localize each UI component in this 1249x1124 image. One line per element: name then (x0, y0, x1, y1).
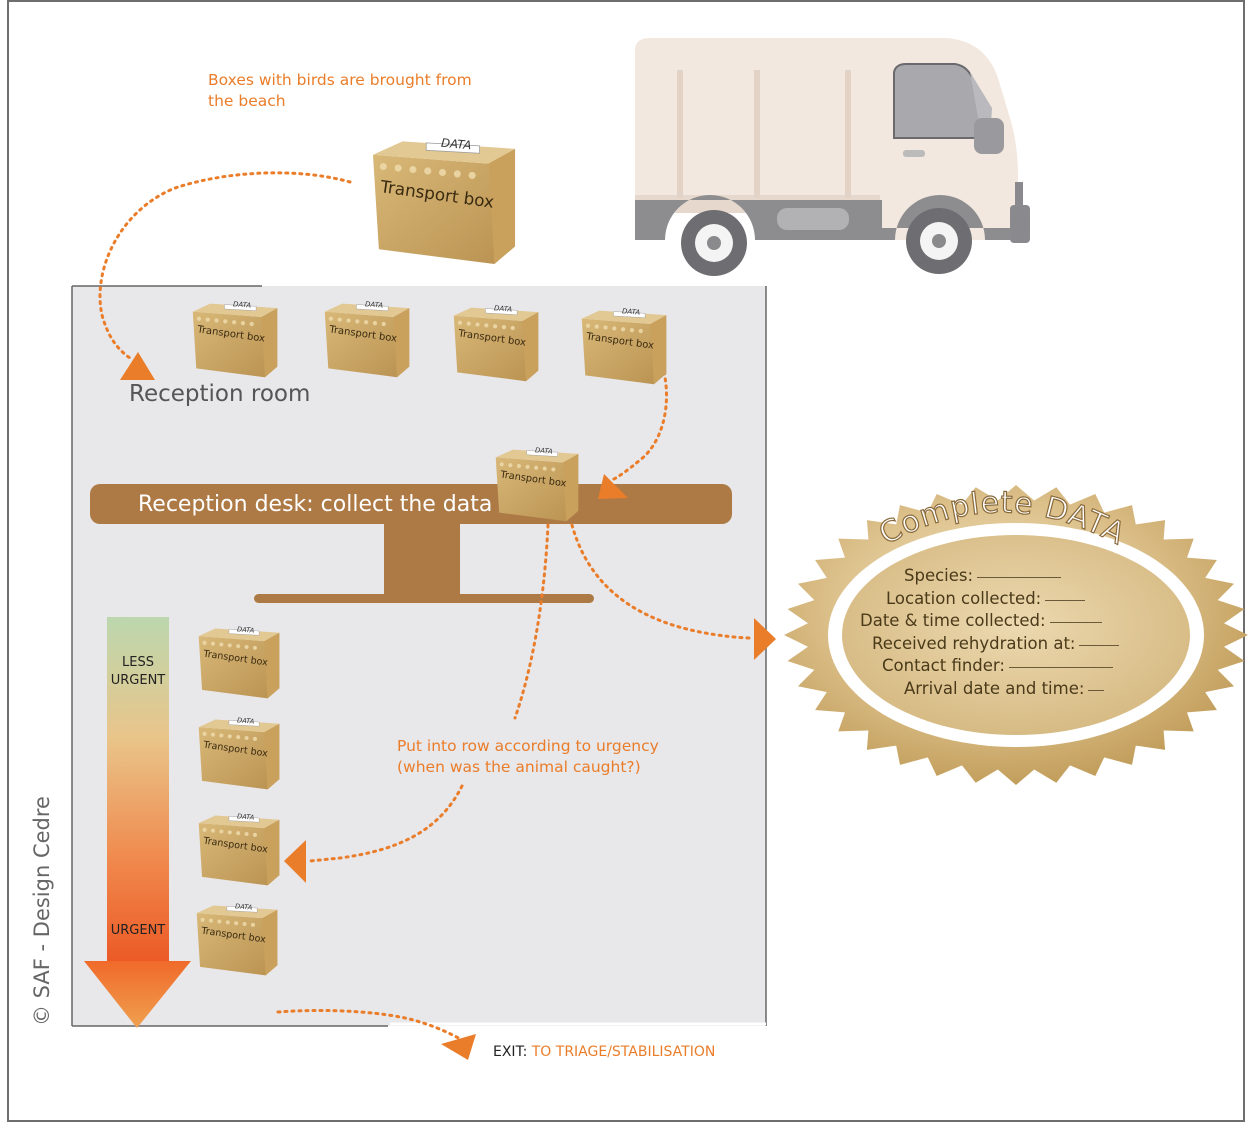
copyright-notice: © SAF - Design Cedre (30, 796, 54, 1026)
seal-field-date-time: Date & time collected: (860, 610, 1107, 633)
truck-illustration (635, 38, 1030, 276)
boxes-brought-line-2: the beach (208, 92, 286, 110)
data-seal-badge: Complete DATA (784, 485, 1248, 785)
arrowhead-exit (441, 1034, 476, 1060)
box-data-tag: DATA (493, 304, 513, 314)
box-data-tag: DATA (534, 446, 554, 456)
row-instruction-caption: Put into row according to urgency (when … (397, 736, 659, 778)
arrowhead-desk (598, 474, 628, 499)
seal-field-contact: Contact finder: (882, 655, 1129, 678)
box-data-tag: DATA (236, 625, 255, 635)
row-instruction-line-2: (when was the animal caught?) (397, 758, 641, 776)
seal-field-rehydration: Received rehydration at: (872, 633, 1120, 656)
box-data-tag: DATA (234, 902, 253, 912)
seal-field-species: Species: (904, 565, 1151, 588)
arrow-to-exit (276, 1008, 464, 1042)
less-urgent-label: LESS URGENT (107, 654, 169, 690)
reception-room-area (72, 286, 766, 1026)
arrow-row-instruction (308, 784, 464, 863)
box-data-tag: DATA (621, 307, 641, 317)
boxes-brought-caption: Boxes with birds are brought from the be… (208, 70, 472, 112)
box-data-tag: DATA (236, 716, 255, 726)
exit-prefix: EXIT: (493, 1044, 532, 1060)
row-instruction-line-1: Put into row according to urgency (397, 737, 659, 755)
less-urgent-line-2: URGENT (110, 673, 166, 688)
exit-target: TO TRIAGE/STABILISATION (531, 1044, 716, 1060)
reception-room-label: Reception room (129, 381, 311, 407)
boxes-brought-line-1: Boxes with birds are brought from (208, 71, 472, 89)
reception-desk-stem (384, 524, 460, 597)
reception-desk-label: Reception desk: collect the data (138, 492, 493, 517)
outer-frame (7, 0, 1245, 1122)
urgency-arrowhead (84, 961, 191, 1028)
urgency-bar (107, 617, 169, 961)
urgent-label: URGENT (110, 923, 166, 938)
box-data-tag: DATA (440, 135, 473, 153)
arrow-beach-to-room (98, 171, 352, 360)
arrow-box-to-desk (610, 370, 668, 482)
less-urgent-line-1: LESS (122, 655, 154, 670)
arrowhead-row (284, 840, 306, 883)
exit-label: EXIT: TO TRIAGE/STABILISATION (493, 1044, 715, 1060)
box-data-tag: DATA (364, 300, 384, 310)
arrowhead-room (120, 352, 155, 380)
reception-desk-base (254, 594, 594, 603)
seal-field-location: Location collected: (886, 588, 1133, 611)
seal-field-list: Species: Location collected: Date & time… (858, 565, 1120, 700)
seal-field-arrival: Arrival date and time: (904, 678, 1151, 701)
arrow-desk-to-seal (570, 523, 754, 640)
arrow-desk-to-row (513, 523, 550, 720)
box-data-tag: DATA (232, 300, 252, 310)
box-data-tag: DATA (236, 812, 255, 822)
arrowhead-seal (754, 618, 776, 660)
